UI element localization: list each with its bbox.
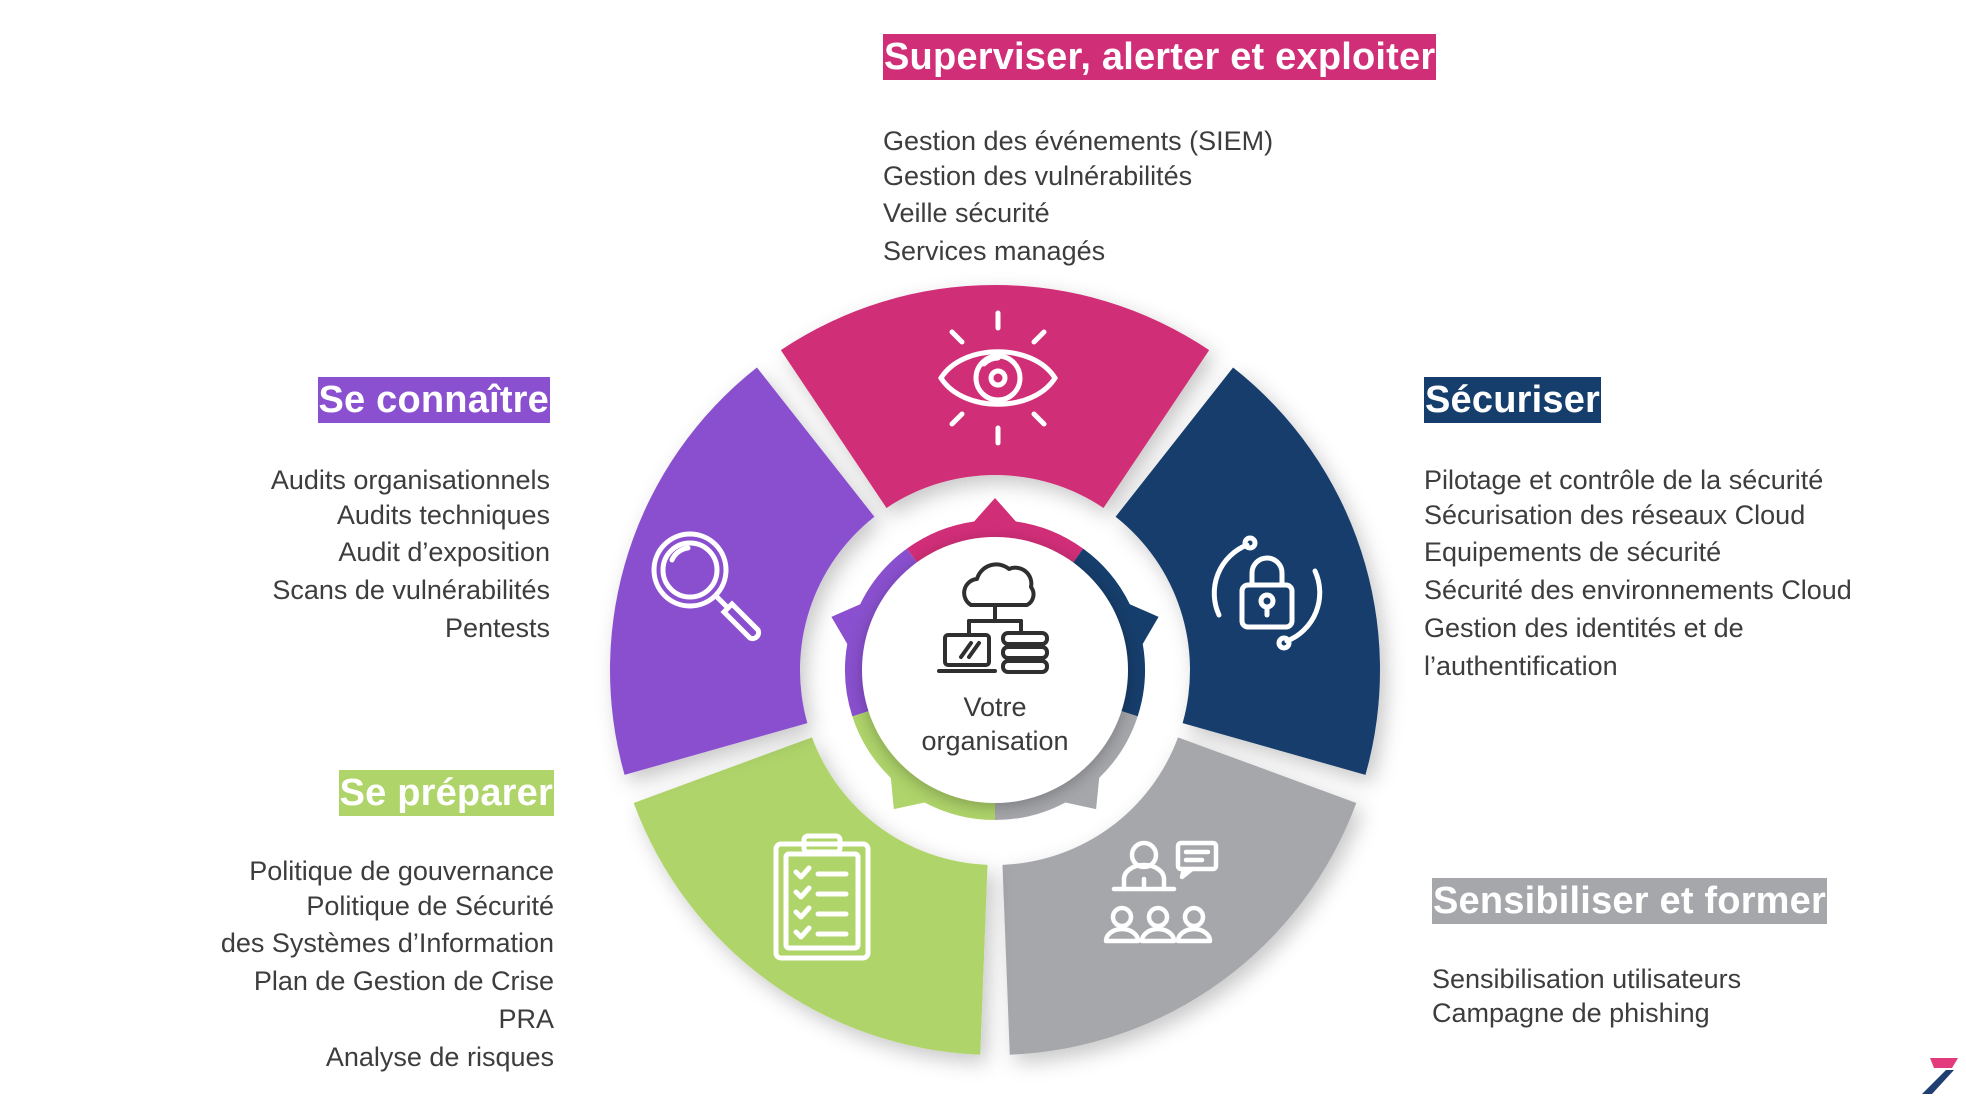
list-item: Analyse de risques [325, 1042, 554, 1072]
list-item: Campagne de phishing [1432, 998, 1710, 1028]
list-item: l’authentification [1424, 651, 1618, 681]
center-label: Votre organisation [880, 690, 1110, 758]
list-preparer: Politique de gouvernance Politique de Sé… [221, 854, 554, 1076]
center-label-line1: Votre [963, 692, 1027, 722]
padlock-icon [1211, 535, 1323, 651]
list-item: Gestion des identités et de [1424, 613, 1744, 643]
list-item: Pentests [444, 613, 550, 643]
list-item: Plan de Gestion de Crise [253, 966, 554, 996]
block-superviser: Superviser, alerter et exploiter Gestion… [883, 34, 1437, 270]
list-item: Gestion des événements (SIEM) [883, 126, 1274, 156]
segment-connaitre [610, 367, 875, 775]
list-item: Services managés [883, 236, 1106, 266]
list-connaitre: Audits organisationnels Audits technique… [271, 463, 550, 647]
brand-logo [1922, 1058, 1958, 1094]
list-item: Audit d’exposition [338, 537, 550, 567]
block-preparer: Se préparer Politique de gouvernance Pol… [221, 770, 554, 1076]
list-item: Sécurité des environnements Cloud [1424, 575, 1852, 605]
list-item: Veille sécurité [883, 198, 1050, 228]
segment-preparer [633, 737, 988, 1055]
list-item: Sécurisation des réseaux Cloud [1424, 500, 1806, 530]
title-preparer: Se préparer [338, 770, 554, 816]
list-item: Politique de gouvernance [249, 856, 554, 886]
center-label-line2: organisation [921, 726, 1069, 756]
list-item: des Systèmes d’Information [220, 928, 554, 958]
list-securiser: Pilotage et contrôle de la sécurité Sécu… [1424, 463, 1852, 685]
eye-icon [938, 310, 1058, 446]
title-sensibiliser: Sensibiliser et former [1432, 878, 1827, 924]
segment-sensibiliser [1002, 737, 1357, 1055]
title-superviser: Superviser, alerter et exploiter [883, 34, 1437, 80]
list-item: Audits organisationnels [270, 465, 550, 495]
block-connaitre: Se connaître Audits organisationnels Aud… [271, 377, 550, 647]
list-item: Sensibilisation utilisateurs [1432, 964, 1742, 994]
block-sensibiliser: Sensibiliser et former Sensibilisation u… [1432, 878, 1827, 1030]
list-item: PRA [498, 1004, 554, 1034]
title-connaitre: Se connaître [317, 377, 550, 423]
clipboard-checklist-icon [773, 833, 871, 961]
segment-superviser [780, 284, 1210, 508]
magnifier-icon [651, 531, 762, 642]
list-sensibiliser: Sensibilisation utilisateurs Campagne de… [1432, 962, 1827, 1030]
segment-securiser [1115, 367, 1380, 775]
list-superviser: Gestion des événements (SIEM) Gestion de… [883, 124, 1436, 270]
block-securiser: Sécuriser Pilotage et contrôle de la séc… [1424, 377, 1852, 685]
title-securiser: Sécuriser [1424, 377, 1602, 423]
list-item: Equipements de sécurité [1424, 537, 1722, 567]
presentation-audience-icon [1103, 840, 1219, 944]
list-item: Pilotage et contrôle de la sécurité [1424, 465, 1824, 495]
list-item: Politique de Sécurité [306, 891, 554, 921]
list-item: Scans de vulnérabilités [272, 575, 550, 605]
cloud-network-icon [937, 562, 1049, 674]
list-item: Gestion des vulnérabilités [883, 161, 1193, 191]
list-item: Audits techniques [336, 500, 550, 530]
